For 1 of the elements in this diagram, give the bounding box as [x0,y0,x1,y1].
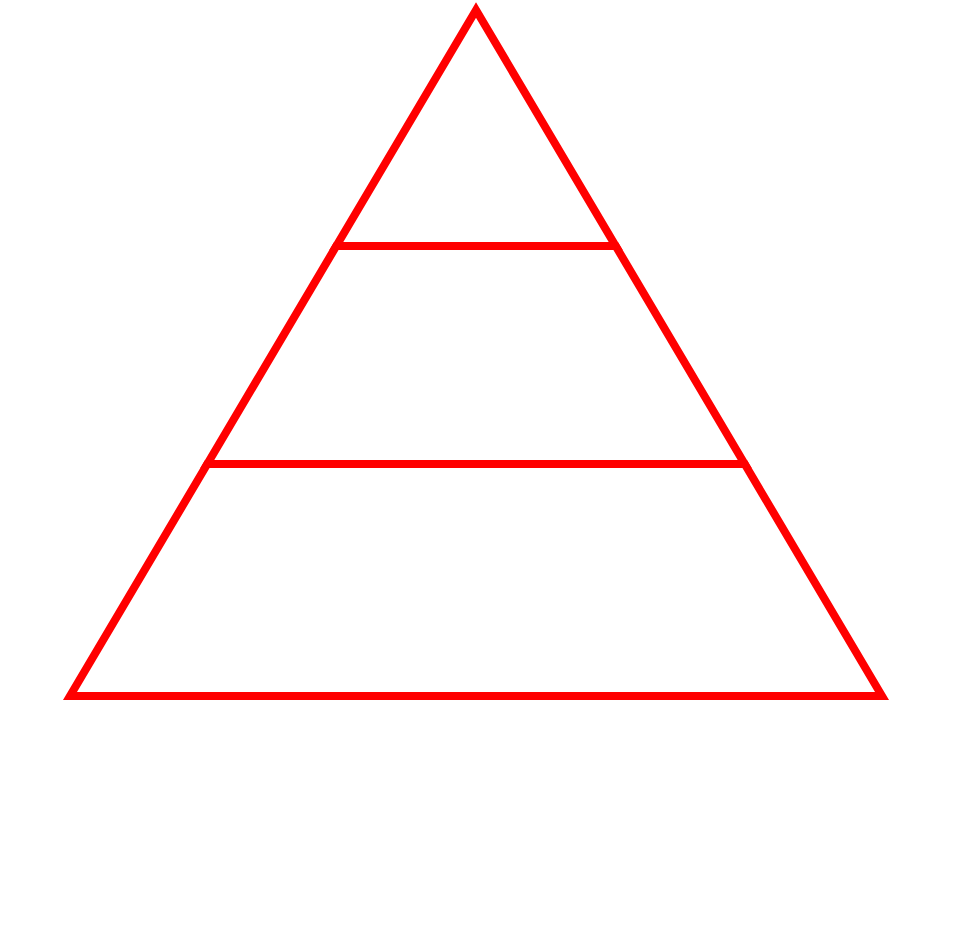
pyramid-tier [63,460,889,700]
